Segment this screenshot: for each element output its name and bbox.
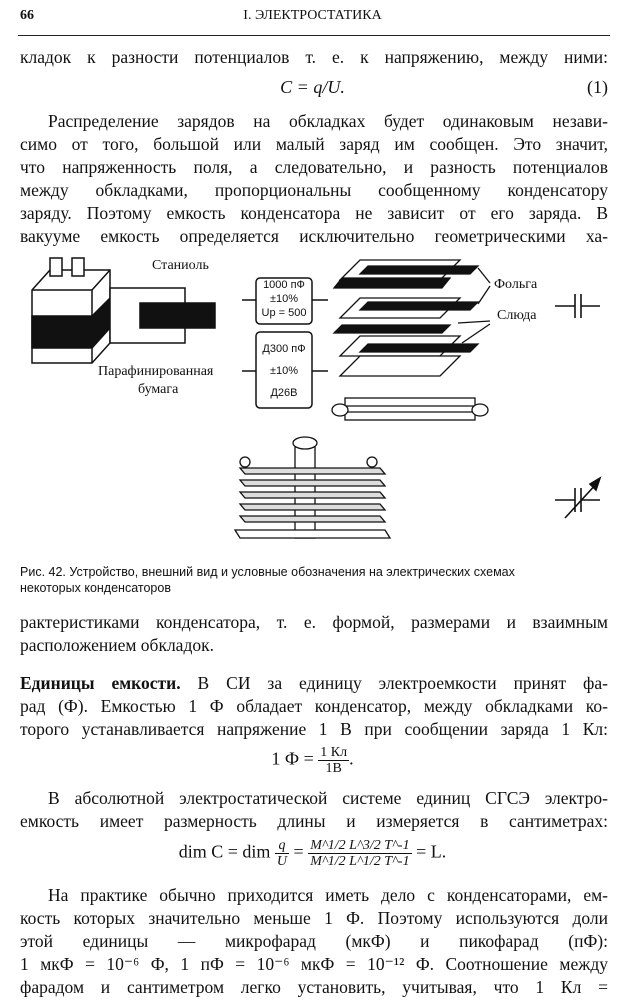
numerator: 1 Кл <box>318 745 350 761</box>
text-line: В абсолютной электростатической системе … <box>48 788 608 808</box>
text-line: емкость имеет размерность длины и измеря… <box>20 811 608 831</box>
label-paper: бумага <box>138 382 179 397</box>
formula-part: 1 Ф = <box>271 748 314 769</box>
text-line: что напряженность поля, а следовательно,… <box>20 157 608 177</box>
text-line: торого устанавливается напряжение 1 В пр… <box>20 719 608 739</box>
figure-caption: некоторых конденсаторов <box>20 581 171 595</box>
numerator: M^1/2 L^3/2 T^-1 <box>308 838 412 854</box>
equation-number: (1) <box>587 77 608 97</box>
text-line: между обкладками, пропорциональны сообще… <box>20 180 608 200</box>
text-line: расположением обкладок. <box>20 635 214 655</box>
label-mica: Слюда <box>497 308 537 323</box>
paper-capacitor-drawing <box>31 257 216 364</box>
text-line: Распределение зарядов на обкладках будет… <box>48 111 608 131</box>
capacitor-1-marking: 1000 пФ ±10% Up = 500 <box>256 278 312 320</box>
label-paraffin-paper: Парафинированная <box>98 364 214 379</box>
numerator: q <box>274 838 290 854</box>
text-line: кладок к разности потенциалов т. е. к на… <box>20 47 608 67</box>
marking-line: ±10% <box>269 293 299 305</box>
denominator: 1В <box>325 761 342 776</box>
section-title: Единицы емкости. <box>20 673 181 693</box>
text-line: фарадом и сантиметром легко установить, … <box>20 977 608 997</box>
variable-capacitor-drawing <box>233 436 392 539</box>
figure-capacitors: Станиоль Парафинированная бумага Фольга … <box>0 248 625 548</box>
capacitor-symbol <box>555 294 600 318</box>
denominator: M^1/2 L^1/2 T^-1 <box>310 854 410 869</box>
marking-line: ±10% <box>269 365 299 377</box>
text-line: заряду. Поэтому емкость конденсатора не … <box>20 203 608 223</box>
formula-part: dim C = dim <box>178 841 271 862</box>
text-line: Единицы емкости. В СИ за единицу электро… <box>20 672 608 694</box>
text-line: В СИ за единицу электроемкости принят фа… <box>197 673 608 693</box>
label-foil: Фольга <box>494 277 538 292</box>
text-line: кость которых значительно меньше 1 Ф. По… <box>20 908 608 928</box>
header-rule <box>18 35 610 36</box>
marking-line: Up = 500 <box>261 307 307 319</box>
text-line: симо от того, большой или малый заряд им… <box>20 134 608 154</box>
text-line: рактеристиками конденсатора, т. е. формо… <box>20 612 608 632</box>
formula-part: = L. <box>416 841 447 862</box>
marking-line: 1000 пФ <box>263 279 305 291</box>
text-line: вакууме емкость определяется исключитель… <box>20 226 608 246</box>
text-line: рад (Ф). Емкостью 1 Ф обладает конденсат… <box>20 696 608 716</box>
marking-line: Д26В <box>270 387 298 399</box>
formula-part: . <box>349 748 354 769</box>
text-line: этой единицы — микрофарад (мкФ) и пикофа… <box>20 931 608 951</box>
component-boxes <box>242 277 328 409</box>
marking-line: Д300 пФ <box>262 343 306 355</box>
denominator: U <box>276 854 288 869</box>
formula-part: = <box>293 841 304 862</box>
capacitor-illustrations <box>31 257 602 539</box>
capacitor-2-marking: Д300 пФ ±10% Д26В <box>256 338 312 404</box>
label-staniol: Станиоль <box>152 258 209 273</box>
text-line: На практике обычно приходится иметь дело… <box>48 885 608 905</box>
text-line: 1 мкФ = 10⁻⁶ Ф, 1 пФ = 10⁻⁶ мкФ = 10⁻¹² … <box>20 954 608 974</box>
chapter-title: I. ЭЛЕКТРОСТАТИКА <box>243 8 382 23</box>
figure-caption: Рис. 42. Устройство, внешний вид и услов… <box>20 565 515 579</box>
page-number: 66 <box>20 8 34 23</box>
variable-capacitor-symbol <box>555 476 602 519</box>
mica-stack-drawing <box>331 259 491 421</box>
formula-capacitance: C = q/U. <box>280 77 345 97</box>
